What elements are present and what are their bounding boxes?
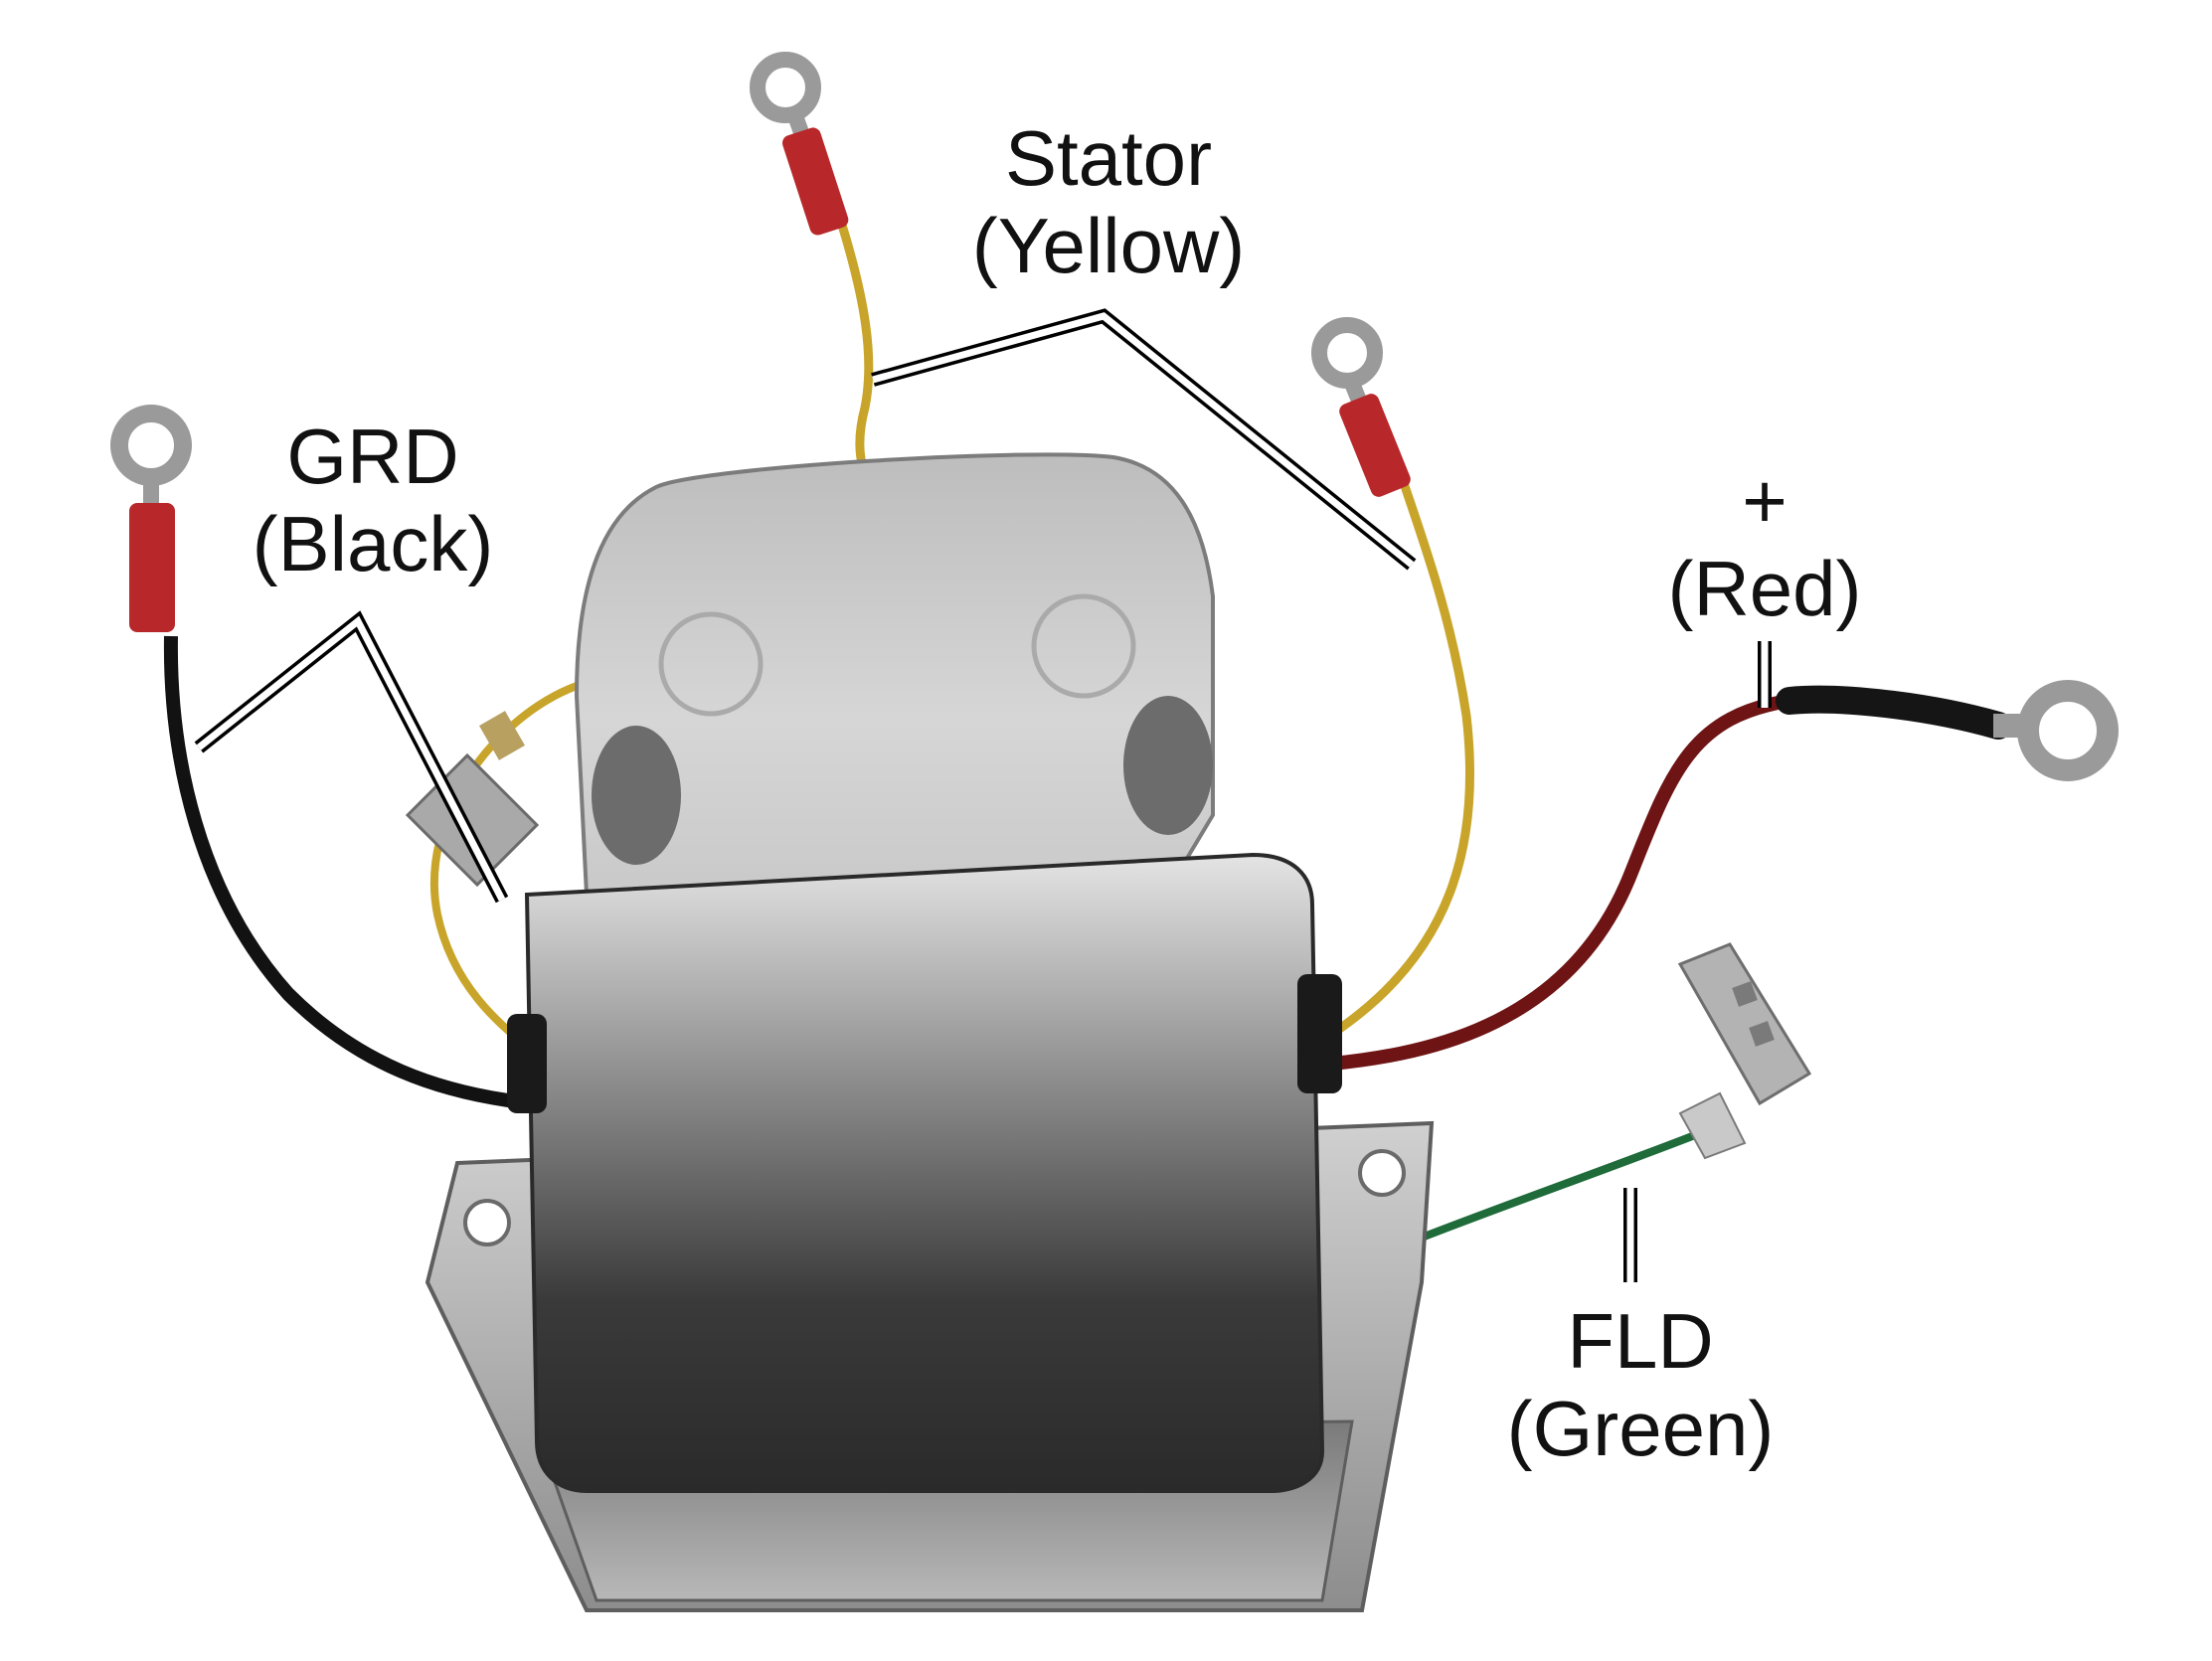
field-label-name: FLD (1567, 1297, 1714, 1385)
ground-label-name: GRD (286, 413, 459, 500)
ground-label: GRD (Black) (224, 413, 522, 587)
stator-right-ring-terminal (1311, 317, 1411, 497)
positive-wire (1331, 694, 1791, 1071)
field-spade-terminal (1677, 942, 1812, 1160)
stator-top-ring-terminal (750, 52, 849, 236)
stator-label-name: Stator (1004, 114, 1213, 202)
regulator-body (507, 852, 1342, 1493)
mounting-hole-icon (463, 1199, 511, 1246)
ground-label-color: (Black) (252, 500, 494, 587)
ground-ring-terminal (110, 405, 192, 632)
ground-wire (163, 635, 533, 1110)
stator-callout-lines (871, 308, 1417, 571)
positive-label-color: (Red) (1667, 545, 1862, 632)
positive-label: + (Red) (1630, 457, 1899, 632)
field-label: FLD (Green) (1476, 1297, 1804, 1472)
regulator-cap (574, 452, 1215, 898)
stator-wire-right (1329, 475, 1475, 1038)
stator-label: Stator (Yellow) (949, 114, 1268, 289)
stator-label-color: (Yellow) (971, 202, 1246, 289)
internal-spade-terminal (405, 711, 540, 888)
positive-wire-sleeve (1776, 685, 2012, 740)
ground-callout-lines (194, 610, 509, 904)
mounting-hole-icon (1358, 1149, 1406, 1197)
field-label-color: (Green) (1506, 1385, 1775, 1472)
field-wire (1420, 1129, 1702, 1242)
stator-wire-top (835, 217, 874, 469)
positive-ring-terminal (1993, 680, 2119, 781)
positive-label-name: + (1742, 457, 1787, 545)
